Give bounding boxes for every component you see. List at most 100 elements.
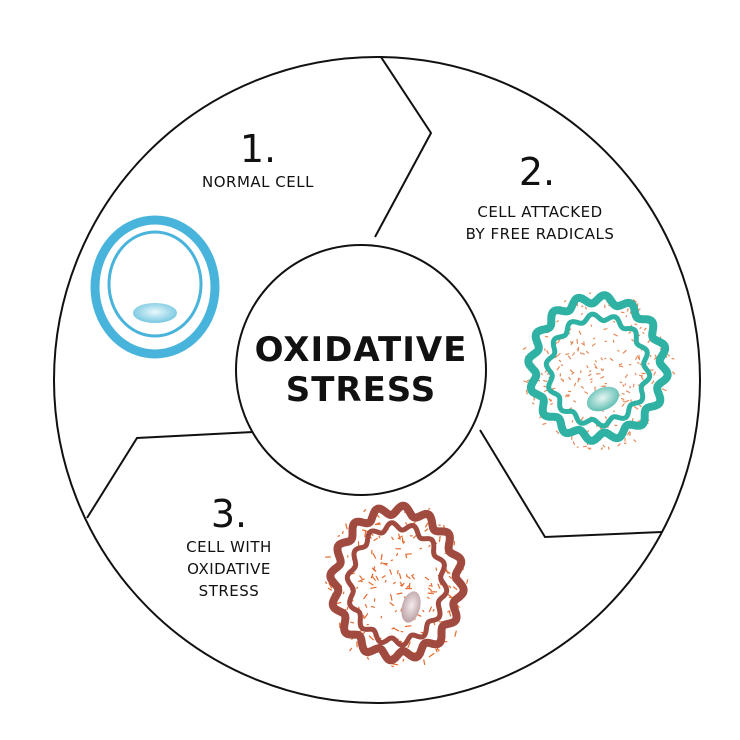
radical-particle xyxy=(653,356,657,360)
radical-particle xyxy=(563,300,567,303)
radical-particle xyxy=(584,391,589,395)
radical-particle xyxy=(642,332,645,334)
radical-particle xyxy=(625,400,630,402)
radical-particle xyxy=(634,372,637,376)
radical-particle xyxy=(572,441,576,446)
radical-particle xyxy=(324,581,328,585)
radical-particle xyxy=(570,341,574,346)
radical-particle xyxy=(588,370,592,373)
radical-particle xyxy=(637,354,640,359)
radical-particle xyxy=(607,446,610,450)
radical-particle xyxy=(586,430,590,433)
radical-particle xyxy=(591,343,596,347)
radical-particle xyxy=(427,596,430,599)
radical-particle xyxy=(402,658,405,662)
radical-particle xyxy=(593,363,596,366)
radical-particle xyxy=(404,625,412,628)
radical-particle xyxy=(389,602,395,607)
radical-particle xyxy=(373,537,378,542)
radical-particle xyxy=(437,583,441,589)
radical-particle xyxy=(407,641,411,649)
radical-particle xyxy=(569,369,574,373)
radical-particle xyxy=(370,605,375,608)
radical-particle xyxy=(364,603,368,608)
radical-particle xyxy=(620,398,625,400)
stage-3-caption-line-2: OXIDATIVE xyxy=(187,560,271,578)
radical-particle xyxy=(375,575,379,581)
radical-particle xyxy=(544,390,547,393)
radical-particle xyxy=(554,356,558,359)
radical-particle xyxy=(602,444,606,448)
stage-1-caption: NORMAL CELL xyxy=(168,171,348,193)
radical-particle xyxy=(407,576,411,580)
radical-particle xyxy=(405,553,412,555)
radical-particle xyxy=(617,443,621,447)
radical-particle xyxy=(363,509,367,512)
stage-1-number: 1. xyxy=(239,127,277,171)
radical-particle xyxy=(587,373,592,377)
radical-particle xyxy=(405,554,408,559)
radical-particle xyxy=(454,630,457,637)
radical-particle xyxy=(396,552,398,557)
radical-particle xyxy=(428,606,432,613)
radical-particle xyxy=(398,573,402,580)
radical-particle xyxy=(366,656,370,660)
radical-particle xyxy=(435,648,438,653)
radical-particle xyxy=(380,561,383,565)
radical-particle xyxy=(341,530,344,535)
cell-2-inner-membrane xyxy=(543,311,653,429)
radical-particle xyxy=(391,536,394,541)
radical-particle xyxy=(600,368,603,372)
stage-3-number: 3. xyxy=(210,492,248,536)
radical-particle xyxy=(637,362,640,364)
radical-particle xyxy=(423,659,426,666)
radical-particle xyxy=(393,581,396,585)
radical-particle xyxy=(384,579,387,583)
stage-3-caption-line-3: STRESS xyxy=(198,582,260,600)
radical-particle xyxy=(430,582,433,588)
radical-particle xyxy=(417,614,422,617)
radical-particle xyxy=(337,535,341,537)
cell-3-inner-membrane xyxy=(344,520,450,648)
radical-particle xyxy=(625,390,631,394)
radical-particle xyxy=(345,523,348,530)
cell-1-inner-membrane xyxy=(107,230,203,338)
radical-particle xyxy=(580,385,584,389)
radical-particle xyxy=(412,534,417,539)
radical-particle xyxy=(571,371,575,375)
radical-particle xyxy=(556,353,561,357)
radical-particle xyxy=(627,431,631,436)
radical-particle xyxy=(622,400,627,403)
radical-particle xyxy=(399,581,403,586)
radical-particle xyxy=(557,338,561,343)
radical-particle xyxy=(422,609,425,613)
radical-particle xyxy=(622,384,625,387)
stage-2-caption: CELL ATTACKED BY FREE RADICALS xyxy=(440,201,640,245)
radical-particle xyxy=(618,365,624,368)
radical-particle xyxy=(392,627,400,632)
radical-particle xyxy=(571,352,576,356)
radical-particle xyxy=(373,568,377,572)
radical-particle xyxy=(588,292,592,295)
radical-particle xyxy=(466,579,469,584)
radical-particle xyxy=(368,581,374,586)
center-title-line-2: STRESS xyxy=(285,370,437,410)
radical-particle xyxy=(576,348,579,351)
radical-particle xyxy=(613,320,616,323)
radical-particle xyxy=(400,584,403,587)
radical-particle xyxy=(448,585,452,589)
radical-particle xyxy=(445,567,449,574)
radical-particle xyxy=(567,355,572,360)
stage-3-caption: CELL WITH OXIDATIVE STRESS xyxy=(159,536,299,602)
divider-top-right xyxy=(374,56,433,238)
radical-particle xyxy=(624,374,628,378)
radical-particle xyxy=(438,535,441,543)
radical-particle xyxy=(631,339,634,342)
radical-particle xyxy=(556,366,561,371)
radical-particle xyxy=(643,327,647,331)
radical-particle xyxy=(396,592,403,595)
radical-particle xyxy=(595,365,598,369)
radical-particle xyxy=(412,573,415,577)
